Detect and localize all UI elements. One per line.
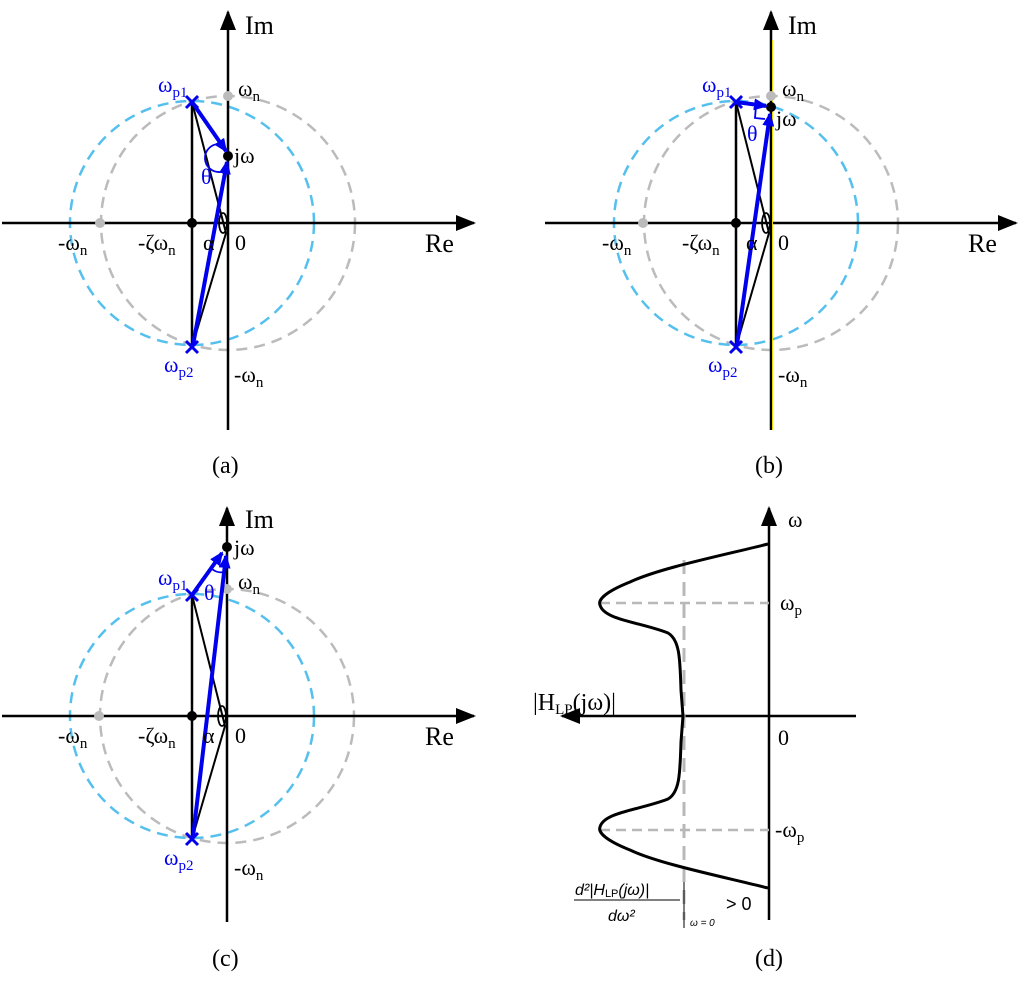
svg-text:0: 0 — [235, 230, 246, 255]
panel-d: ω |HLP(jω)| 0 ωp -ωp d²|HLP(jω)| dω² ω =… — [533, 506, 856, 972]
svg-text:Re: Re — [968, 229, 997, 258]
svg-text:Re: Re — [425, 722, 454, 751]
svg-text:ωp2: ωp2 — [708, 352, 737, 381]
svg-text:jω: jω — [775, 106, 797, 131]
svg-text:-ωn: -ωn — [602, 230, 632, 259]
svg-text:-ωn: -ωn — [58, 230, 88, 259]
svg-text:> 0: > 0 — [726, 894, 752, 914]
svg-text:Im: Im — [788, 11, 817, 40]
svg-text:-ωn: -ωn — [58, 723, 88, 752]
svg-text:d²|HLP(jω)|: d²|HLP(jω)| — [575, 882, 649, 900]
pole-p2-icon — [184, 339, 200, 355]
svg-text:ωp: ωp — [780, 590, 802, 619]
svg-text:θ: θ — [204, 580, 215, 605]
svg-text:-ζωn: -ζωn — [138, 723, 176, 752]
svg-text:-ωn: -ωn — [234, 362, 264, 391]
svg-text:(d): (d) — [755, 946, 783, 972]
magnitude-curve — [598, 542, 769, 890]
svg-text:ωp1: ωp1 — [158, 565, 187, 594]
panel-a: Im Re 0 ωn -ωn -ωn -ζωn ωp1 ωp2 jω θ α (… — [2, 10, 476, 479]
svg-text:jω: jω — [233, 535, 255, 560]
svg-text:-ζωn: -ζωn — [138, 230, 176, 259]
panel-b: Im Re 0 ωn -ωn -ωn -ζωn ωp1 ωp2 jω θ α (… — [545, 10, 1018, 479]
svg-text:ωp1: ωp1 — [158, 72, 187, 101]
svg-text:ωn: ωn — [238, 76, 260, 105]
svg-text:dω²: dω² — [608, 908, 635, 925]
jw-point — [223, 151, 233, 161]
svg-text:ωp1: ωp1 — [702, 72, 731, 101]
svg-text:α: α — [203, 723, 215, 748]
svg-text:ωp2: ωp2 — [164, 845, 193, 874]
svg-text:α: α — [203, 230, 215, 255]
svg-text:-ωn: -ωn — [234, 855, 264, 884]
svg-text:jω: jω — [233, 143, 255, 168]
svg-text:θ: θ — [747, 121, 758, 146]
svg-text:ωn: ωn — [782, 76, 804, 105]
svg-text:0: 0 — [235, 723, 246, 748]
svg-text:0: 0 — [778, 230, 789, 255]
svg-text:ωn: ωn — [238, 569, 260, 598]
svg-text:θ: θ — [201, 164, 212, 189]
svg-text:-ζωn: -ζωn — [682, 230, 720, 259]
second-derivative-condition: d²|HLP(jω)| dω² ω = 0 > 0 — [574, 882, 752, 929]
svg-text:ω = 0: ω = 0 — [690, 918, 715, 929]
svg-text:Re: Re — [425, 229, 454, 258]
svg-text:0: 0 — [778, 725, 789, 750]
panel-c: Im Re 0 ωn -ωn -ωn -ζωn ωp1 ωp2 jω θ α (… — [2, 505, 476, 972]
svg-text:α: α — [746, 230, 758, 255]
svg-text:(b): (b) — [755, 453, 783, 479]
svg-text:ωp2: ωp2 — [164, 352, 193, 381]
svg-text:|HLP(jω)|: |HLP(jω)| — [533, 690, 616, 718]
svg-text:ω: ω — [788, 507, 802, 532]
pole-p1-icon — [184, 94, 200, 110]
svg-text:Im: Im — [245, 505, 274, 534]
svg-text:Im: Im — [245, 11, 274, 40]
svg-text:(a): (a) — [212, 453, 239, 479]
svg-text:(c): (c) — [212, 946, 239, 972]
svg-text:-ωn: -ωn — [778, 362, 808, 391]
svg-text:-ωp: -ωp — [775, 817, 804, 846]
